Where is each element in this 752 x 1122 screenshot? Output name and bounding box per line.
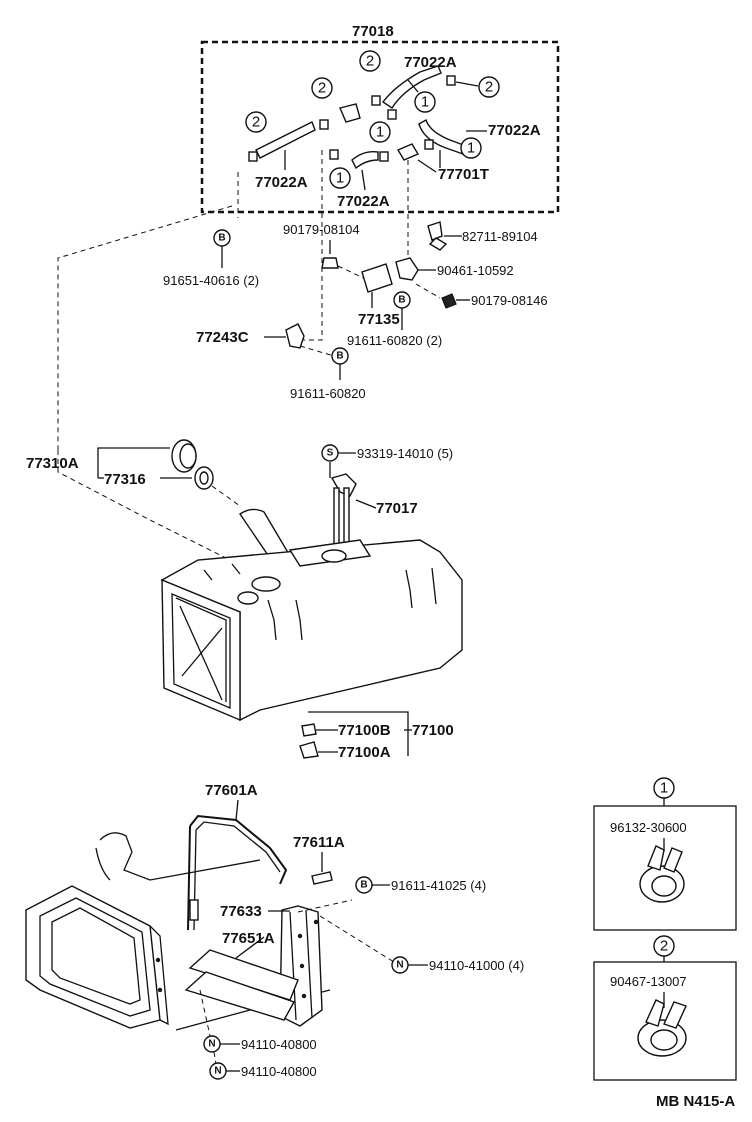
- label-77022a-bottom: 77022A: [337, 193, 390, 210]
- label-77611a: 77611A: [293, 834, 345, 851]
- label-77243c: 77243C: [196, 329, 249, 346]
- label-82711-89104: 82711-89104: [462, 229, 538, 244]
- cushion-77633-77651a: [184, 905, 323, 1027]
- hose-77022a-bottom: [351, 150, 379, 170]
- label-77651a: 77651A: [222, 930, 275, 947]
- callout-1-c: 1: [460, 137, 482, 159]
- diagram-code: MB N415-A: [656, 1093, 735, 1110]
- label-77310a: 77310A: [26, 455, 79, 472]
- clamp-96132: [639, 845, 685, 903]
- svg-text:B: B: [360, 880, 367, 891]
- bolt-91611-41025: B 91611-41025 (4): [355, 876, 486, 894]
- callout-1-a: 1: [414, 91, 436, 113]
- fuel-tank-77100: [160, 508, 463, 722]
- label-94110-40800-b: 94110-40800: [241, 1064, 317, 1079]
- svg-text:1: 1: [376, 124, 384, 141]
- svg-text:B: B: [336, 351, 343, 362]
- detail-box-1: 1 96132-30600: [593, 777, 737, 931]
- svg-text:N: N: [214, 1066, 221, 1077]
- nut-90179-08104: [321, 257, 339, 269]
- bolt-91611-60820: B 91611-60820: [290, 347, 366, 401]
- label-91611-41025: 91611-41025 (4): [391, 878, 486, 893]
- svg-text:2: 2: [318, 80, 326, 97]
- small-clamps: [248, 75, 456, 162]
- svg-text:1: 1: [660, 780, 668, 797]
- bolt-91651: B 91651-40616 (2): [163, 229, 259, 288]
- label-91611-60820: 91611-60820: [290, 386, 366, 401]
- label-94110-40800-a: 94110-40800: [241, 1037, 317, 1052]
- svg-text:1: 1: [336, 170, 344, 187]
- svg-text:2: 2: [252, 114, 260, 131]
- svg-text:N: N: [396, 960, 403, 971]
- callout-2-d: 2: [245, 111, 267, 133]
- label-77100: 77100: [412, 722, 454, 739]
- svg-text:1: 1: [421, 94, 429, 111]
- label-93319-14010: 93319-14010 (5): [357, 446, 453, 461]
- svg-text:2: 2: [660, 938, 668, 955]
- label-96132-30600: 96132-30600: [610, 820, 687, 835]
- callout-2-a: 2: [359, 50, 381, 72]
- nut-90179-08146: [441, 293, 457, 309]
- clamp-90467: [637, 999, 687, 1057]
- plug-77100b: [301, 723, 317, 737]
- bolt-91611-60820-2: B 91611-60820 (2): [347, 291, 442, 348]
- label-90467-13007: 90467-13007: [610, 974, 687, 989]
- check-valve: [396, 143, 420, 161]
- label-90179-08146: 90179-08146: [471, 293, 548, 308]
- label-77022a-right: 77022A: [488, 122, 541, 139]
- frame-outline: [25, 832, 331, 1031]
- label-77601a: 77601A: [205, 782, 258, 799]
- callout-2-c: 2: [311, 77, 333, 99]
- nut-94110-41000: N 94110-41000 (4): [391, 956, 524, 974]
- label-77633: 77633: [220, 903, 262, 920]
- fuel-cap-77310a: [171, 439, 214, 490]
- hose-77022a-left: [255, 121, 316, 159]
- hose-77022a-top: [381, 65, 442, 109]
- tank-band-77601a: [187, 814, 288, 931]
- svg-text:S: S: [327, 448, 334, 459]
- bracket-77135: [361, 263, 393, 293]
- label-91611-60820-2: 91611-60820 (2): [347, 333, 442, 348]
- label-90461-10592: 90461-10592: [437, 263, 514, 278]
- screw-93319: S 93319-14010 (5): [321, 444, 453, 462]
- drain-77100a: [299, 741, 319, 759]
- label-77701t: 77701T: [438, 166, 489, 183]
- label-77100b: 77100B: [338, 722, 391, 739]
- label-77022a-left: 77022A: [255, 174, 308, 191]
- evap-hose-assembly: 77018 2 2 2 2 1 1 1 1: [200, 23, 560, 214]
- joint-fitting: [339, 103, 361, 123]
- label-91651-40616: 91651-40616 (2): [163, 273, 259, 288]
- nut-94110-40800-a: N 94110-40800: [203, 1035, 317, 1053]
- callout-1-d: 1: [329, 167, 351, 189]
- clip-82711: [427, 221, 448, 251]
- svg-text:B: B: [218, 233, 225, 244]
- label-77100a: 77100A: [338, 744, 391, 761]
- clamp-90461: [395, 257, 419, 281]
- callout-2-b: 2: [478, 76, 500, 98]
- label-90179-08104: 90179-08104: [283, 222, 360, 237]
- svg-text:N: N: [208, 1039, 215, 1050]
- svg-text:2: 2: [366, 53, 374, 70]
- part-77243c: [285, 323, 305, 349]
- label-94110-41000: 94110-41000 (4): [429, 958, 524, 973]
- label-77135: 77135: [358, 311, 400, 328]
- detail-box-2: 2 90467-13007: [593, 935, 737, 1081]
- label-77022a-top: 77022A: [404, 54, 457, 71]
- label-77017: 77017: [376, 500, 418, 517]
- svg-text:B: B: [398, 295, 405, 306]
- bolt-77611a: [311, 871, 333, 885]
- nut-94110-40800-b: N 94110-40800: [209, 1062, 317, 1080]
- callout-1-b: 1: [369, 121, 391, 143]
- label-77018: 77018: [352, 23, 394, 40]
- label-77316: 77316: [104, 471, 146, 488]
- svg-text:2: 2: [485, 79, 493, 96]
- svg-text:1: 1: [467, 140, 475, 157]
